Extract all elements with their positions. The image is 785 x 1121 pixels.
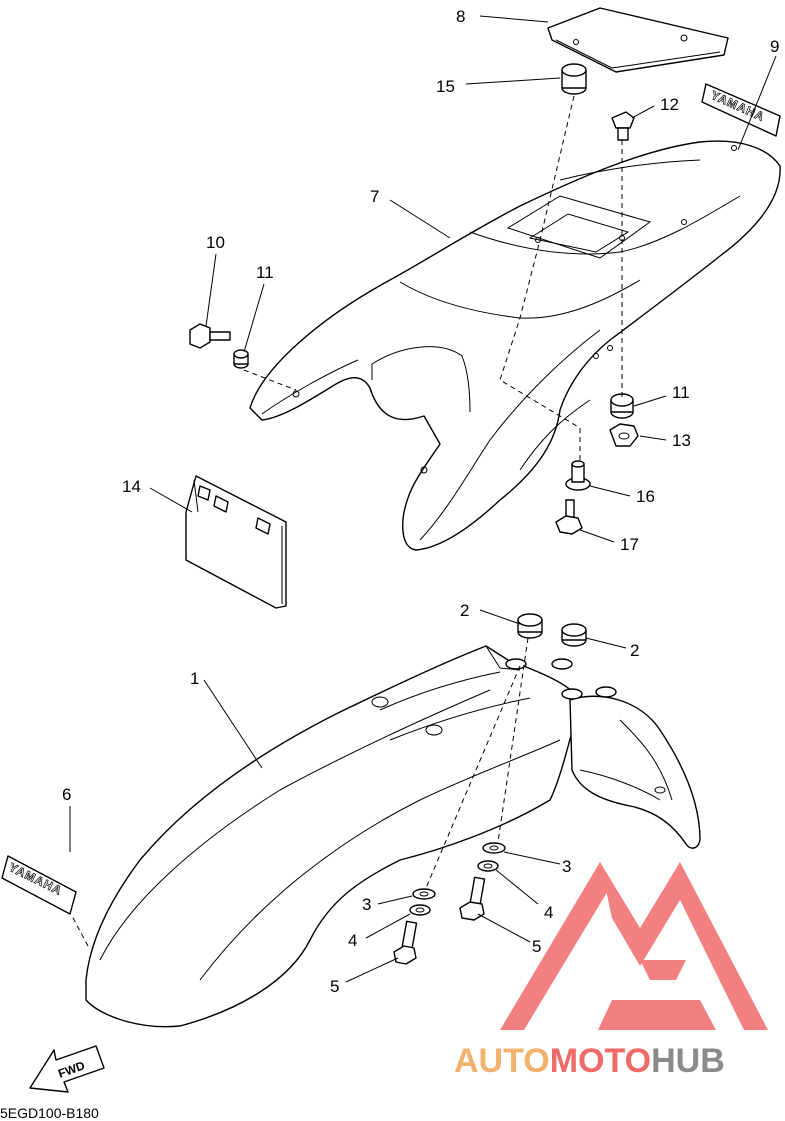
callout-3b: 3 <box>362 895 371 914</box>
diagram-code: 5EGD100-B180 <box>0 1105 99 1121</box>
part-15-grommet[interactable] <box>561 63 587 95</box>
part-11-collar-right[interactable] <box>610 393 634 419</box>
watermark-hub: HUB <box>651 1042 725 1080</box>
assembly-lines <box>71 95 623 947</box>
part-14-side-plate[interactable] <box>185 475 287 609</box>
part-6-yamaha-decal[interactable]: YAMAHA <box>1 855 77 915</box>
part-2-damper-right[interactable] <box>561 623 587 647</box>
svg-text:AUTOMOTOHUB: AUTOMOTOHUB <box>454 1042 725 1080</box>
callout-8: 8 <box>456 7 465 26</box>
callout-6: 6 <box>62 785 71 804</box>
part-7-rear-fender[interactable] <box>249 140 781 551</box>
callout-12: 12 <box>660 95 679 114</box>
part-5-bolt-right[interactable] <box>459 876 486 921</box>
part-17-bolt[interactable] <box>555 499 583 535</box>
callout-9: 9 <box>770 37 779 56</box>
part-16-spacer[interactable] <box>565 460 591 491</box>
callout-11b: 11 <box>672 383 690 402</box>
part-2-damper-left[interactable] <box>517 613 543 639</box>
callout-17: 17 <box>620 535 639 554</box>
watermark: AUTOMOTOHUB <box>454 862 768 1080</box>
part-5-bolt-left[interactable] <box>393 920 418 965</box>
callout-labels: 1 2 2 3 3 4 4 5 5 6 7 8 9 10 11 11 12 13… <box>62 7 779 996</box>
callout-15: 15 <box>436 77 455 96</box>
callout-7: 7 <box>370 187 379 206</box>
callout-2b: 2 <box>630 641 639 660</box>
part-8-cover-plate[interactable] <box>547 7 729 73</box>
watermark-logo-icon <box>500 862 768 1030</box>
part-9-yamaha-decal[interactable]: YAMAHA <box>701 83 781 137</box>
callout-10: 10 <box>206 233 225 252</box>
callout-14: 14 <box>122 477 141 496</box>
part-4-washer-right[interactable] <box>477 860 499 872</box>
callout-4b: 4 <box>348 931 357 950</box>
part-12-clip[interactable] <box>611 111 635 141</box>
watermark-moto: MOTO <box>550 1042 651 1080</box>
callout-2a: 2 <box>460 601 469 620</box>
part-1-front-fender[interactable] <box>85 645 701 1028</box>
part-10-bolt[interactable] <box>189 323 231 349</box>
callout-5b: 5 <box>330 977 339 996</box>
leader-lines <box>69 15 777 983</box>
callout-13: 13 <box>672 431 691 450</box>
part-3-washer-right[interactable] <box>482 842 506 854</box>
callout-16: 16 <box>636 487 655 506</box>
part-3-washer-left[interactable] <box>412 888 436 900</box>
callout-3a: 3 <box>562 857 571 876</box>
callout-1: 1 <box>190 669 199 688</box>
callout-4a: 4 <box>544 903 553 922</box>
part-4-washer-left[interactable] <box>409 904 431 916</box>
callout-5a: 5 <box>532 937 541 956</box>
part-13-nut[interactable] <box>609 423 639 447</box>
watermark-auto: AUTO <box>454 1042 550 1080</box>
callout-11a: 11 <box>256 263 274 282</box>
part-11-collar-left[interactable] <box>233 349 249 369</box>
fwd-arrow: FWD <box>29 1045 105 1093</box>
